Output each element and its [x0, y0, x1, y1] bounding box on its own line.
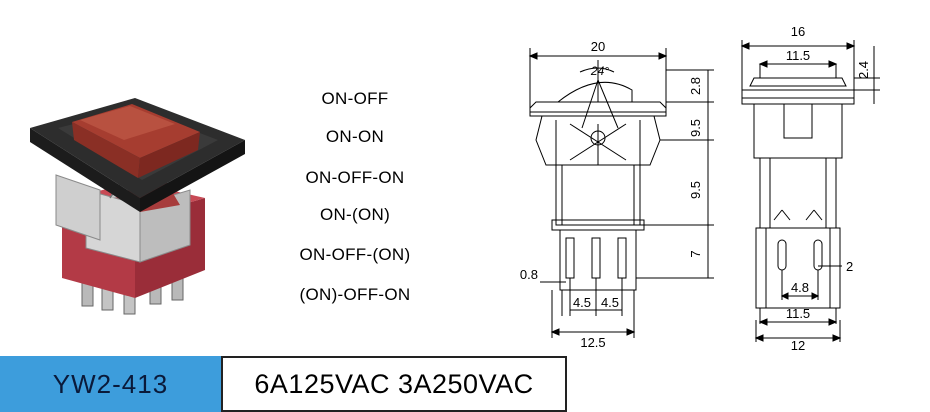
front-h-mid-label: 9.5: [688, 119, 703, 137]
switch-photo: [30, 98, 245, 315]
front-pitch-left-label: 4.5: [573, 295, 591, 310]
side-view-drawing: 16 11.5 2.4 2 4.8 11.5 12: [740, 24, 880, 350]
front-h-top-label: 2.8: [688, 77, 703, 95]
side-width-inner-label: 11.5: [786, 48, 810, 63]
front-width-label: 20: [591, 39, 605, 54]
function-on-off-on: ON-OFF-ON: [305, 168, 405, 187]
front-pitch-right-label: 4.5: [601, 295, 619, 310]
front-pin-width-label: 0.8: [520, 267, 538, 282]
function-on-off: ON-OFF: [321, 89, 389, 108]
side-width-top-label: 16: [791, 24, 805, 39]
front-bottom-width-label: 12.5: [580, 335, 605, 350]
side-bottom-width-label: 12: [791, 338, 805, 350]
function-on-mom-on: ON-(ON): [319, 205, 391, 224]
electrical-rating: 6A125VAC 3A250VAC: [221, 356, 567, 412]
front-h-pins-label: 7: [688, 250, 703, 257]
side-body-width-label: 11.5: [786, 306, 810, 321]
side-pin-width-label: 4.8: [791, 280, 809, 295]
side-h-top-label: 2.4: [856, 61, 871, 79]
front-view-drawing: 20 24° 0.8 4.5 4.5 12.5 2.8 9.5 9.5 7: [520, 39, 714, 350]
function-on-on: ON-ON: [325, 127, 385, 146]
side-pin-thickness-label: 2: [846, 259, 853, 274]
function-on-off-mom-on: ON-OFF-(ON): [299, 245, 411, 264]
model-number: YW2-413: [0, 356, 221, 412]
front-h-body-label: 9.5: [688, 181, 703, 199]
front-angle-label: 24°: [590, 64, 609, 78]
function-mom-on-off-on: (ON)-OFF-ON: [299, 285, 411, 304]
